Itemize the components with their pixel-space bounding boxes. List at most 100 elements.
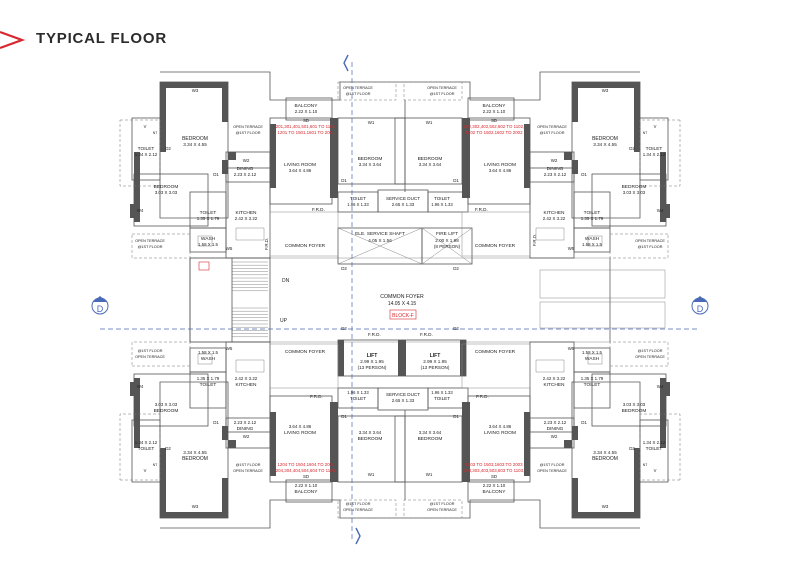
frd-label: F.R.D.	[310, 394, 323, 399]
terrace-top-label: @1ST FLOOR	[430, 92, 455, 96]
kitchen-dim: 2.42 X 3.22	[235, 376, 258, 381]
niche-tag: NT	[153, 463, 158, 467]
wash-label: WASH	[585, 356, 600, 362]
bedroom-big-dim: 3.34 X 4.55	[593, 142, 617, 147]
living-outline	[467, 117, 531, 205]
balcony-outline	[285, 97, 333, 121]
wall	[134, 152, 140, 222]
toilet-a-label: TOILET	[138, 146, 155, 152]
page-title: TYPICAL FLOOR	[36, 30, 167, 47]
wall	[572, 82, 640, 88]
bedroom-c-dim: 3.34 X 3.64	[419, 162, 442, 167]
bedroom-big-label: BEDROOM	[592, 136, 618, 142]
common-foyer-zone	[461, 211, 531, 257]
ele-shaft-dim: 4.05 X 1.56	[368, 238, 392, 243]
flat-numbers: 204,304,404,504,604 TO 1104,	[276, 468, 337, 473]
toilet-b-label: TOILET	[584, 382, 601, 388]
toilet-c-dim: 1.96 X 1.33	[347, 390, 369, 395]
terrace-top-label: OPEN TERRACE	[427, 86, 457, 90]
axis-marker-top	[343, 54, 349, 72]
door-tag: D2	[453, 266, 459, 271]
toilet-a-dim: 1.34 X 2.12	[135, 152, 158, 157]
bedroom-c-outline	[337, 117, 406, 185]
wall	[270, 124, 276, 188]
counter	[535, 359, 565, 373]
toilet-c-label: TOILET	[350, 396, 366, 401]
wall	[524, 124, 530, 188]
toilet-c-label: TOILET	[434, 396, 450, 401]
axis-label-right: D	[697, 304, 704, 314]
toilet-b-dim: 1.35 X 1.79	[581, 376, 604, 381]
living-dim: 3.64 X 4.86	[489, 168, 512, 173]
flat-numbers: 1202 TO 1502,1602 TO 2002	[465, 130, 523, 135]
axis-lines	[100, 62, 700, 540]
bedroom-big-label: BEDROOM	[592, 456, 618, 462]
terrace-side-label: @1ST FLOOR	[236, 131, 261, 135]
sink	[587, 353, 603, 365]
bedroom-2-label: BEDROOM	[622, 408, 647, 414]
stair-up-label: UP	[280, 318, 288, 324]
dining-dim: 2.23 X 2.12	[234, 420, 257, 425]
terrace-low-outline	[609, 233, 669, 259]
door-tag: SD	[303, 118, 309, 123]
axis-marker-left: D	[91, 296, 109, 315]
ele-shaft-label: ELE. SERVICE SHAFT	[355, 231, 405, 237]
window-tag: W2	[243, 434, 250, 439]
wall	[222, 82, 228, 122]
bedroom-2-dim: 3.03 X 3.03	[155, 190, 178, 195]
balcony-outline	[467, 97, 515, 121]
wash-dim: 1.58 X 1.5	[198, 350, 219, 355]
wall	[664, 382, 670, 396]
window-tag: W1	[426, 120, 433, 125]
window-tag: W1	[426, 472, 433, 477]
toilet-c-label: TOILET	[434, 196, 450, 201]
terrace-side-label: @1ST FLOOR	[540, 463, 565, 467]
wall	[462, 402, 470, 482]
bedroom-c-dim: 3.34 X 3.64	[419, 430, 442, 435]
wall	[330, 402, 338, 482]
niche-tag: NT	[643, 463, 648, 467]
wash-dim: 1.58 X 1.5	[582, 350, 603, 355]
door-tag: D1	[341, 178, 347, 183]
dining-label: DINING	[237, 426, 254, 432]
balcony-label: BALCONY	[483, 489, 507, 495]
kitchen-dim: 2.42 X 3.22	[543, 376, 566, 381]
common-foyer-zone	[269, 211, 339, 257]
window-tag: W1	[368, 472, 375, 477]
toilet-c-dim: 1.96 X 1.33	[431, 390, 453, 395]
door-tag: D2	[453, 326, 459, 331]
door-tag: D1	[581, 172, 587, 177]
toilet-b-label: TOILET	[584, 210, 601, 216]
wall	[270, 412, 276, 476]
wall	[160, 82, 166, 152]
wall	[572, 426, 578, 440]
door-tag: D1	[453, 178, 459, 183]
toilet-a-dim: 1.34 X 2.12	[643, 440, 666, 445]
window-tag: W1	[368, 120, 375, 125]
bedroom-2-label: BEDROOM	[622, 184, 647, 190]
lift-left-label: LIFT	[367, 353, 378, 359]
window-tag: W2	[243, 158, 250, 163]
common-foyer-zone	[269, 343, 339, 389]
window-tag: W5	[226, 246, 233, 251]
wall	[572, 82, 578, 122]
sink	[587, 235, 603, 247]
toilet-a-outline	[639, 117, 669, 181]
balcony-dim: 2.22 X 1.10	[295, 483, 318, 488]
wash-dim: 1.58 X 1.5	[198, 242, 219, 247]
dining-label: DINING	[547, 426, 564, 432]
kitchen-dim: 2.42 X 3.22	[543, 216, 566, 221]
bedroom-c-outline	[337, 415, 406, 483]
bedroom-big-dim: 3.34 X 4.55	[593, 450, 617, 455]
terrace-top-label: @1ST FLOOR	[430, 502, 455, 506]
lift-right-dim: 2.99 X 1.95	[423, 359, 447, 364]
living-dim: 3.64 X 4.86	[289, 424, 312, 429]
building-envelope	[160, 71, 666, 529]
window-tag: W3	[602, 504, 609, 509]
frd-label: F.R.D.	[532, 234, 537, 246]
counter	[235, 359, 265, 373]
bedroom-c-outline	[394, 415, 463, 483]
flat-numbers: 202,302,402,502,602 TO 1102,	[464, 124, 525, 129]
